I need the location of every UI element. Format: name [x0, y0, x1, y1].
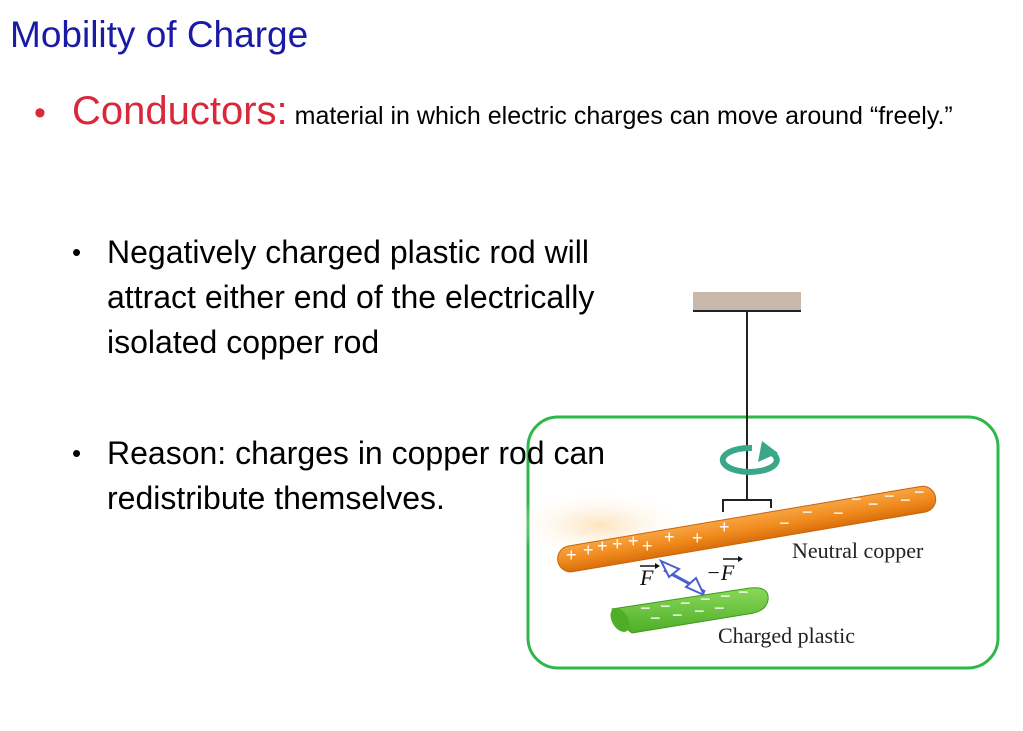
minus-charge: − — [868, 494, 879, 514]
plus-charge: + — [566, 545, 577, 565]
minus-charge: − — [914, 482, 925, 502]
conductors-term: Conductors: — [72, 89, 288, 133]
minus-charge: − — [900, 490, 911, 510]
reaction-force-vector-label: −F — [706, 560, 735, 585]
plus-charge: + — [597, 536, 608, 556]
bullet-dot: • — [72, 237, 82, 267]
bullet-dot: • — [72, 438, 82, 468]
plus-charge: + — [583, 540, 594, 560]
minus-charge: − — [851, 489, 862, 509]
charged-plastic-label: Charged plastic — [718, 623, 855, 648]
hanger-bracket — [722, 499, 772, 512]
minus-charge: − — [660, 596, 671, 616]
minus-charge: − — [738, 582, 749, 602]
force-vector-label: F — [639, 565, 654, 590]
minus-charge: − — [833, 503, 844, 523]
sub-bullet-reason-text: Reason: charges in copper rod can redist… — [107, 435, 606, 516]
slide-title: Mobility of Charge — [10, 14, 309, 55]
plastic-rod — [610, 587, 769, 634]
minus-charge: − — [714, 598, 725, 618]
minus-charge: − — [779, 513, 790, 533]
rotation-arrow-icon — [719, 441, 780, 475]
plus-charge: + — [642, 536, 653, 556]
neutral-copper-label: Neutral copper — [792, 538, 924, 563]
copper-rod — [557, 485, 937, 573]
bullet-dot: • — [34, 94, 46, 132]
minus-charge: − — [802, 502, 813, 522]
minus-charge: − — [672, 605, 683, 625]
plus-charge: + — [612, 534, 623, 554]
conductors-bullet-text: Conductors: material in which electric c… — [72, 91, 972, 133]
copper-charges: + + + + + + + + + − − − − − − − − — [566, 482, 925, 565]
plastic-charges: − − − − − − − − − − — [640, 582, 749, 628]
force-arrows — [658, 558, 707, 598]
vector-arrow-mark — [738, 556, 743, 562]
minus-charge: − — [640, 598, 651, 618]
minus-charge: − — [694, 601, 705, 621]
vector-arrow-mark — [655, 563, 660, 569]
minus-charge: − — [700, 589, 711, 609]
plus-charge: + — [664, 527, 675, 547]
sub-bullet-attraction-text: Negatively charged plastic rod will attr… — [107, 234, 595, 360]
minus-charge: − — [720, 586, 731, 606]
minus-charge: − — [680, 593, 691, 613]
minus-charge: − — [884, 486, 895, 506]
plus-charge: + — [692, 528, 703, 548]
plus-charge: + — [719, 517, 730, 537]
plus-charge: + — [628, 531, 639, 551]
conductors-definition: material in which electric charges can m… — [287, 102, 953, 130]
minus-charge: − — [650, 608, 661, 628]
ceiling-support — [693, 292, 801, 310]
